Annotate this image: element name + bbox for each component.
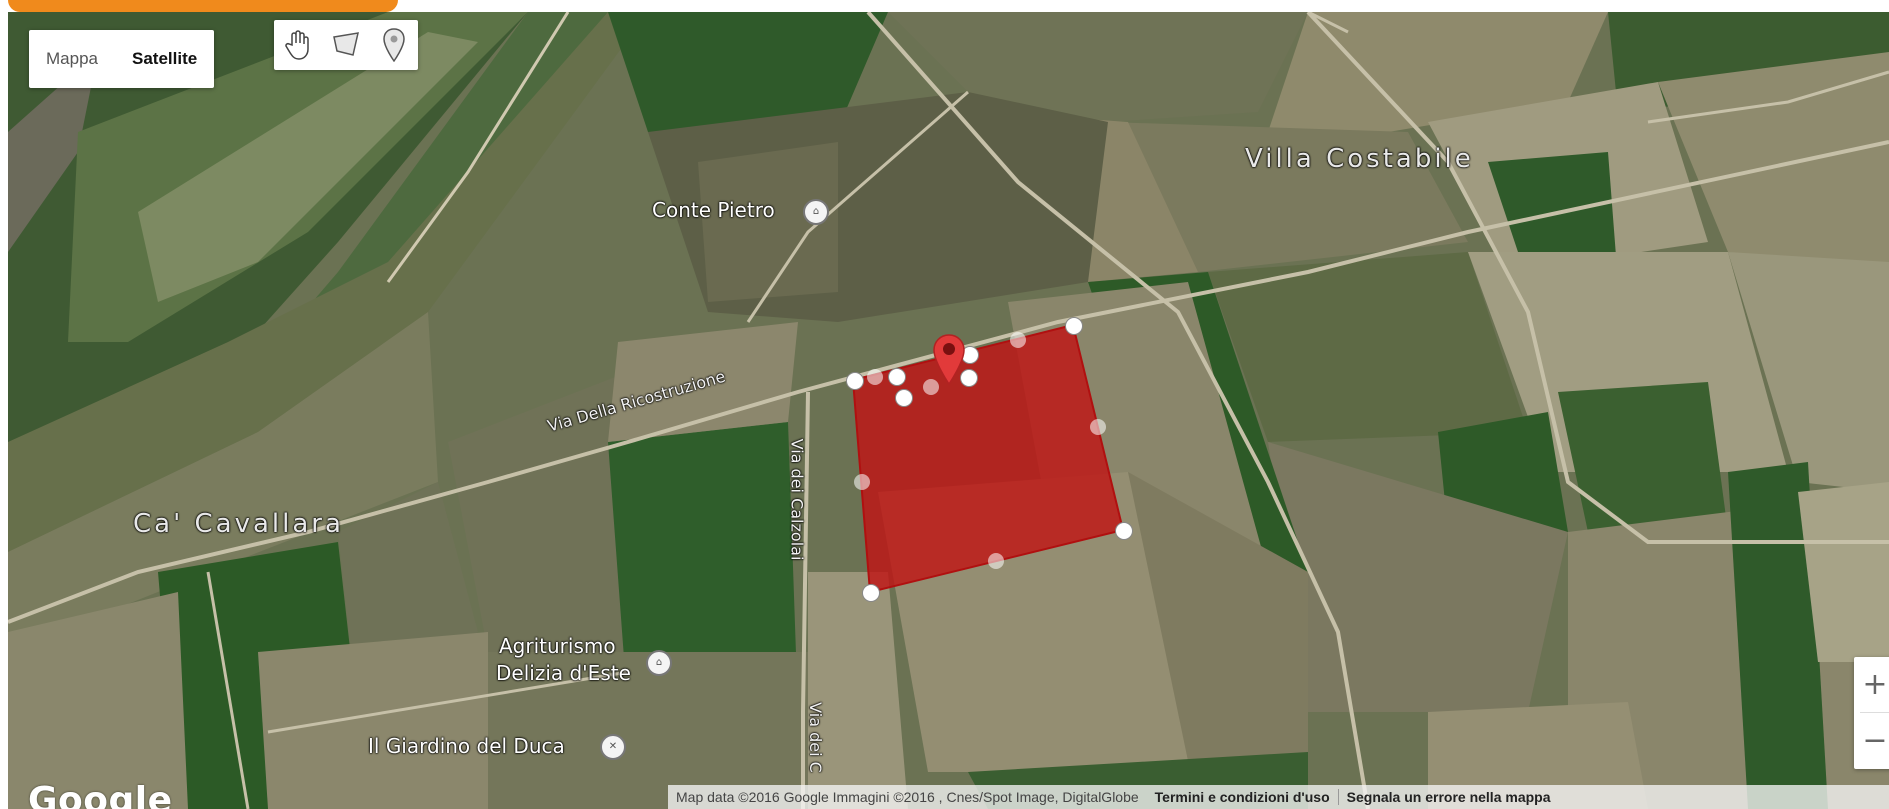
street-via-dei-calzolai: Via dei Calzolai xyxy=(787,438,807,561)
google-logo[interactable]: Google xyxy=(28,780,173,809)
drawing-toolbar xyxy=(274,20,418,70)
top-orange-tab[interactable] xyxy=(8,0,398,12)
attribution-divider xyxy=(1337,789,1339,805)
report-error-link[interactable]: Segnala un errore nella mappa xyxy=(1346,789,1551,805)
polygon-midpoint[interactable] xyxy=(1090,419,1106,435)
polygon-vertex[interactable] xyxy=(1115,522,1133,540)
hotel-icon[interactable]: ⌂ xyxy=(646,650,672,676)
place-villa-costabile: Villa Costabile xyxy=(1245,144,1474,174)
map-marker-icon[interactable] xyxy=(933,334,965,386)
polygon-midpoint[interactable] xyxy=(1010,332,1026,348)
satellite-imagery xyxy=(8,12,1889,809)
polygon-midpoint[interactable] xyxy=(988,553,1004,569)
poi-giardino-del-duca: Il Giardino del Duca xyxy=(368,734,565,758)
poi-agriturismo-line2: Delizia d'Este xyxy=(496,661,631,685)
polygon-vertex[interactable] xyxy=(1065,317,1083,335)
polygon-midpoint[interactable] xyxy=(854,474,870,490)
restaurant-icon[interactable]: ✕ xyxy=(600,734,626,760)
polygon-vertex[interactable] xyxy=(846,372,864,390)
polygon-midpoint[interactable] xyxy=(923,379,939,395)
attribution-text: Map data ©2016 Google Immagini ©2016 , C… xyxy=(676,789,1139,805)
hand-pan-icon[interactable] xyxy=(280,26,316,64)
zoom-in-button[interactable]: + xyxy=(1862,667,1888,702)
map-type-mappa-button[interactable]: Mappa xyxy=(46,49,98,68)
map-type-control: Mappa Satellite xyxy=(29,30,215,88)
zoom-out-button[interactable]: − xyxy=(1862,723,1888,758)
street-via-dei-calzolai-2: Via dei C xyxy=(805,702,825,773)
satellite-map[interactable]: Villa Costabile Ca' Cavallara Conte Piet… xyxy=(8,12,1889,809)
terms-link[interactable]: Termini e condizioni d'uso xyxy=(1154,789,1330,805)
poi-conte-pietro: Conte Pietro xyxy=(652,198,775,222)
polygon-vertex[interactable] xyxy=(960,369,978,387)
zoom-control: + − xyxy=(1854,657,1889,769)
place-ca-cavallara: Ca' Cavallara xyxy=(133,509,344,539)
polygon-midpoint[interactable] xyxy=(867,369,883,385)
zoom-divider xyxy=(1860,712,1889,713)
polygon-vertex[interactable] xyxy=(895,389,913,407)
poi-agriturismo-line1: Agriturismo xyxy=(499,634,616,658)
polygon-vertex[interactable] xyxy=(888,368,906,386)
map-type-satellite-button[interactable]: Satellite xyxy=(131,49,198,68)
hotel-icon[interactable]: ⌂ xyxy=(803,199,829,225)
marker-pin-icon[interactable] xyxy=(376,26,412,64)
map-attribution: Map data ©2016 Google Immagini ©2016 , C… xyxy=(668,785,1889,809)
polygon-vertex[interactable] xyxy=(862,584,880,602)
polygon-draw-icon[interactable] xyxy=(328,26,364,64)
